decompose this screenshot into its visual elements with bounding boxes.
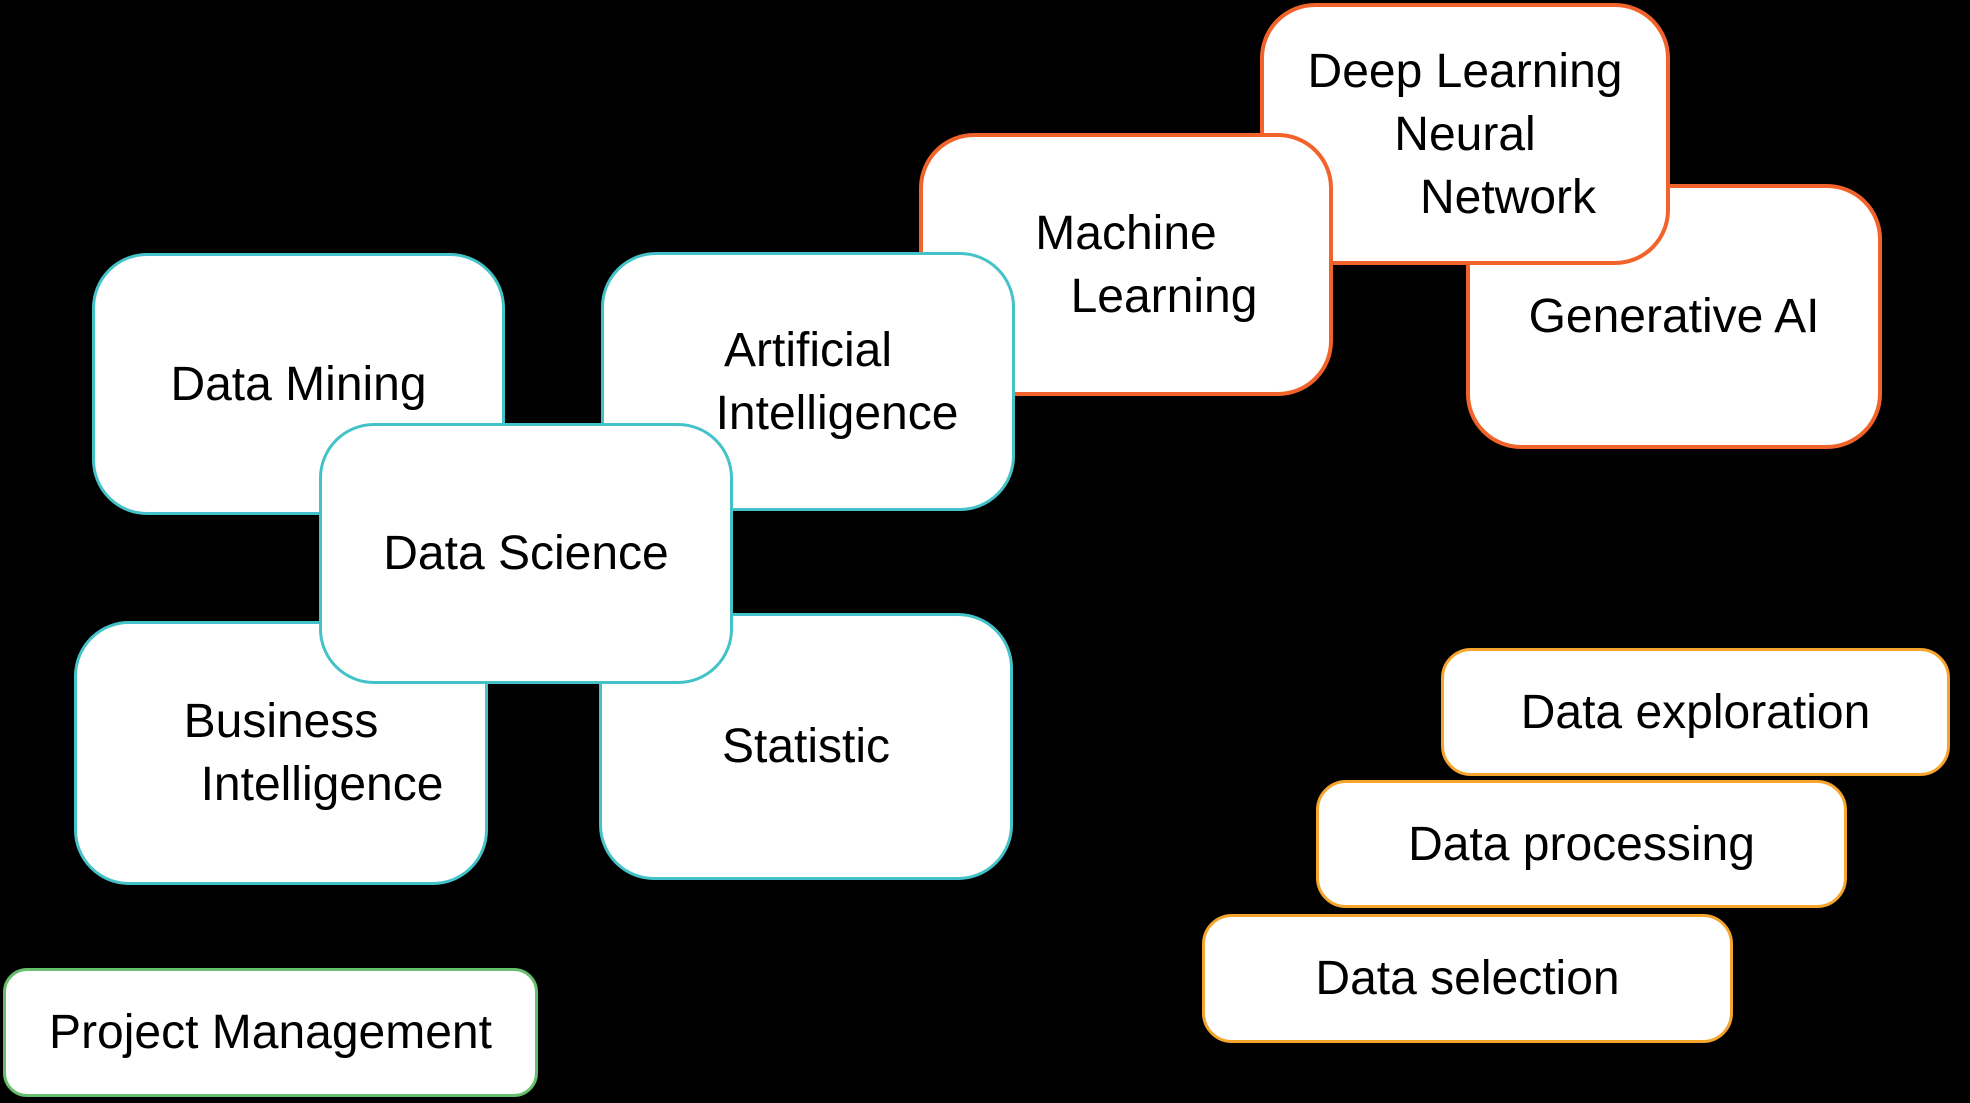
node-label: Data selection [1315, 952, 1620, 1005]
node-label-line2: Neural [1394, 107, 1536, 161]
node-label: Data Science [383, 527, 669, 580]
node-project-management: Project Management [3, 968, 538, 1097]
node-data-mining: Data Mining [92, 253, 505, 515]
node-label-line1: Machine [1035, 206, 1217, 260]
node-label: Project Management [49, 1006, 492, 1059]
node-label-line2: Intelligence [715, 386, 959, 440]
node-label: Statistic [721, 720, 891, 773]
node-data-exploration: Data exploration [1441, 648, 1950, 776]
node-data-processing: Data processing [1316, 780, 1847, 908]
node-label-line1: Artificial [723, 323, 893, 377]
node-artificial-intelligence: Artificial Intelligence [601, 252, 1015, 511]
node-label-line1: Business [183, 695, 379, 748]
node-data-selection: Data selection [1202, 914, 1733, 1043]
node-label-line2: Learning [1070, 269, 1258, 323]
node-deep-learning-neural-network: Deep Learning Neural Network [1260, 3, 1670, 265]
node-label: Data exploration [1520, 685, 1871, 739]
node-data-science: Data Science [319, 423, 733, 684]
node-label-line1: Deep Learning [1307, 44, 1623, 98]
node-label: Data Mining [170, 357, 427, 411]
node-label-line3: Network [1419, 170, 1597, 224]
node-label: Generative AI [1528, 290, 1820, 343]
node-label-line2: Intelligence [200, 758, 444, 811]
node-label: Data processing [1408, 817, 1755, 871]
